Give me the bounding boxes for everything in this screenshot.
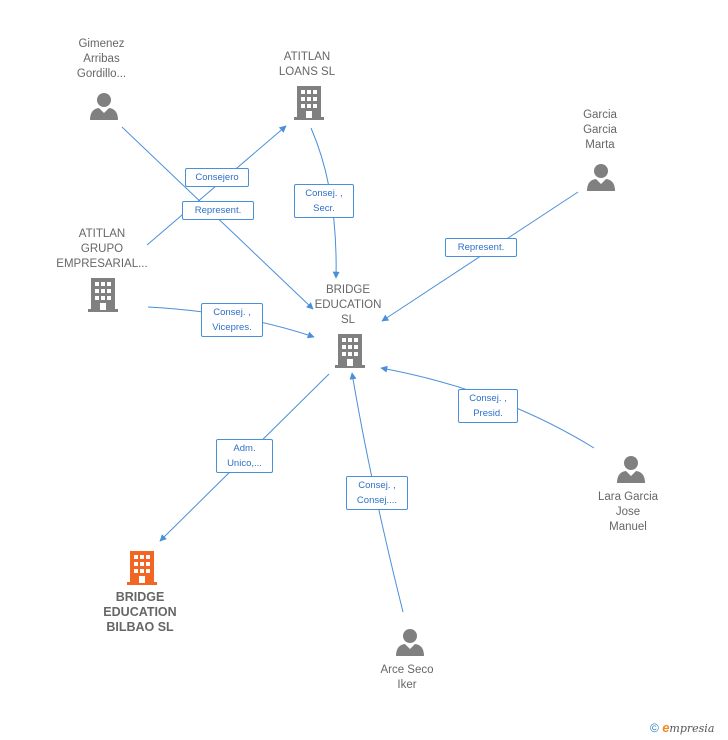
node-label: Gimenez Arribas Gordillo... (76, 38, 127, 80)
edge-label-represent[interactable]: Represent. (182, 201, 254, 220)
edge-label-consejero[interactable]: Consejero (185, 168, 249, 187)
building-icon[interactable] (294, 86, 324, 120)
node-atitlan-loans[interactable]: ATITLAN LOANS SL (262, 50, 352, 80)
node-label: ATITLAN GRUPO EMPRESARIAL... (56, 228, 148, 270)
edge-label-consej-presid[interactable]: Consej. , Presid. (458, 389, 518, 423)
node-label: Lara Garcia Jose Manuel (597, 491, 659, 533)
edge-label-consej-secr[interactable]: Consej. , Secr. (294, 184, 354, 218)
brand-initial: e (662, 720, 670, 735)
node-label: BRIDGE EDUCATION BILBAO SL (103, 590, 177, 634)
building-icon[interactable] (335, 334, 365, 368)
node-bridge-education-bilbao[interactable]: BRIDGE EDUCATION BILBAO SL (90, 590, 190, 635)
person-icon[interactable] (89, 91, 119, 121)
node-label: Arce Seco Iker (380, 664, 434, 691)
node-garcia-marta[interactable]: Garcia Garcia Marta (560, 108, 640, 153)
node-atitlan-grupo[interactable]: ATITLAN GRUPO EMPRESARIAL... (48, 227, 156, 272)
node-label: Garcia Garcia Marta (583, 109, 617, 151)
edge-label-consej-consej[interactable]: Consej. , Consej.... (346, 476, 408, 510)
person-icon[interactable] (586, 162, 616, 192)
node-label: BRIDGE EDUCATION SL (314, 284, 382, 326)
empresia-logo: © empresia (650, 720, 714, 735)
node-label: ATITLAN LOANS SL (278, 51, 336, 78)
person-icon[interactable] (616, 454, 646, 484)
person-icon[interactable] (395, 627, 425, 657)
brand-name: mpresia (669, 722, 715, 735)
edge-label-consej-vicepres[interactable]: Consej. , Vicepres. (201, 303, 263, 337)
building-icon[interactable] (88, 278, 118, 312)
edge-label-represent[interactable]: Represent. (445, 238, 517, 257)
node-arce-seco[interactable]: Arce Seco Iker (366, 663, 448, 693)
building-icon[interactable] (127, 551, 157, 585)
node-bridge-education-sl[interactable]: BRIDGE EDUCATION SL (302, 283, 394, 328)
node-gimenez[interactable]: Gimenez Arribas Gordillo... (54, 37, 149, 82)
node-lara-garcia[interactable]: Lara Garcia Jose Manuel (583, 490, 673, 535)
copyright-icon: © (650, 721, 659, 735)
edge-label-adm-unico[interactable]: Adm. Unico,... (216, 439, 273, 473)
